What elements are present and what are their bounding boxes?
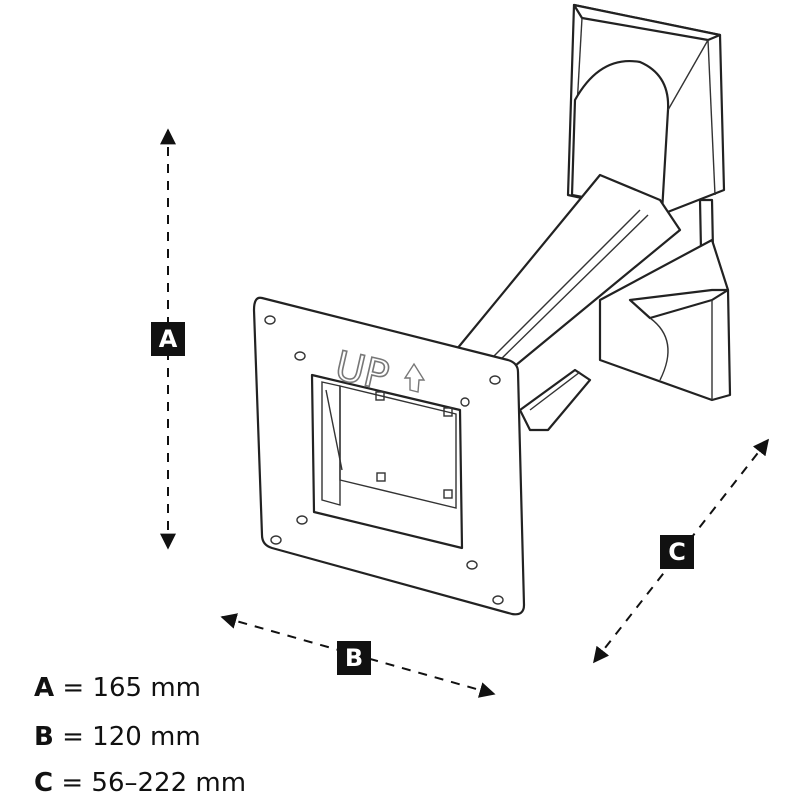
extension-arm (450, 173, 682, 432)
wall-plate-upper (566, 3, 726, 217)
screw-holes (264, 315, 504, 605)
legend-row-b: B = 120 mm (34, 722, 201, 752)
legend-row-a: A = 165 mm (34, 673, 201, 703)
dimension-c-label: C (660, 535, 694, 569)
dimension-a-label: A (151, 322, 185, 356)
vesa-faceplate: UP (252, 296, 526, 616)
dimension-b-label: B (337, 641, 371, 675)
wall-plate-lower (598, 238, 732, 402)
legend-row-c: C = 56–222 mm (34, 768, 247, 798)
up-arrow-icon (403, 362, 426, 393)
